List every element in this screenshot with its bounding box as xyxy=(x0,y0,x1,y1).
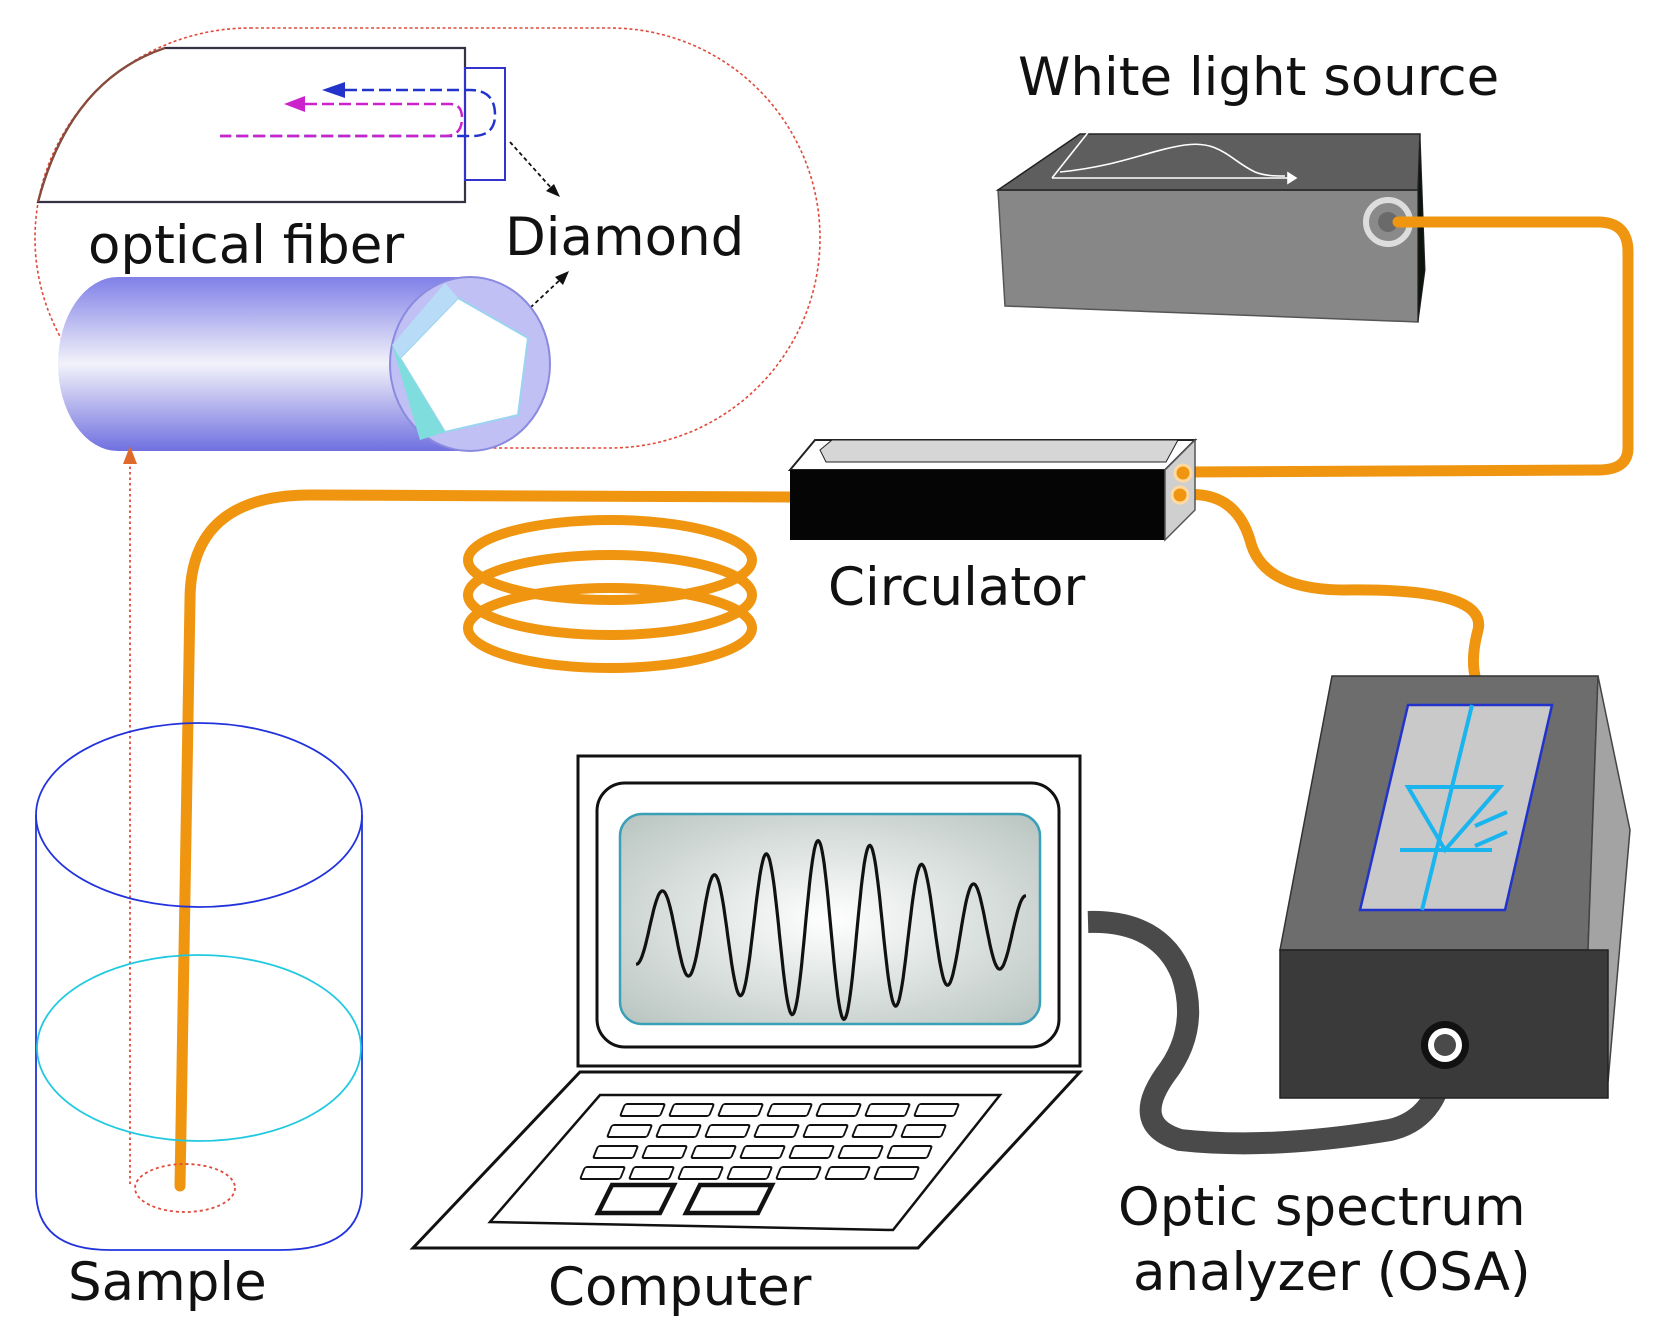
keyboard-key xyxy=(766,1103,813,1117)
keyboard-key xyxy=(913,1103,960,1117)
keyboard-key xyxy=(677,1166,724,1180)
keyboard-key xyxy=(668,1103,715,1117)
spectrum-sketch xyxy=(1051,118,1298,185)
keyboard-key xyxy=(864,1103,911,1117)
keyboard-key xyxy=(717,1103,764,1117)
inset-panel: optical fiber Diamond xyxy=(34,27,821,452)
sample-label: Sample xyxy=(68,1252,267,1313)
computer: Computer xyxy=(409,754,1084,1318)
reflection-arrows xyxy=(220,82,497,138)
keyboard-key xyxy=(824,1166,871,1180)
white-light-source-label: White light source xyxy=(1018,47,1499,108)
probe-zone xyxy=(134,1163,236,1213)
circulator: Circulator xyxy=(787,438,1198,618)
osa-label-line1: Optic spectrum xyxy=(1118,1177,1526,1238)
keyboard-key xyxy=(726,1166,773,1180)
circulator-label: Circulator xyxy=(828,557,1085,618)
touchpad-buttons xyxy=(594,1182,776,1216)
fiber-source-to-circulator xyxy=(1177,216,1634,478)
keyboard-key xyxy=(788,1145,835,1159)
keyboard-key xyxy=(900,1124,947,1138)
beaker-rim xyxy=(35,722,363,908)
sample-beaker: Sample xyxy=(35,722,363,1313)
photodiode-icon xyxy=(1400,704,1508,911)
keyboard-key xyxy=(655,1124,702,1138)
white-light-source: White light source xyxy=(995,47,1499,323)
diamond-tip xyxy=(464,67,506,181)
computer-label: Computer xyxy=(548,1257,812,1318)
optic-spectrum-analyzer: Optic spectrum analyzer (OSA) xyxy=(1118,675,1631,1303)
diamond-label: Diamond xyxy=(505,207,744,268)
keyboard-key xyxy=(873,1166,920,1180)
osa-label-line2: analyzer (OSA) xyxy=(1133,1242,1531,1303)
fiber-circulator-to-probe xyxy=(174,489,796,1192)
keyboard-key xyxy=(579,1166,626,1180)
keyboard-base xyxy=(409,1070,1084,1250)
keyboard-keys xyxy=(579,1103,960,1180)
keyboard-key xyxy=(704,1124,751,1138)
keyboard-key xyxy=(886,1145,933,1159)
optical-fibers xyxy=(174,216,1634,1192)
keyboard-key xyxy=(739,1145,786,1159)
optical-fiber-label: optical fiber xyxy=(88,215,404,276)
keyboard-key xyxy=(837,1145,884,1159)
fiber-circulator-to-osa xyxy=(1177,489,1485,686)
osa-port xyxy=(1421,1021,1469,1069)
keyboard-key xyxy=(592,1145,639,1159)
zoom-indicator-arrow xyxy=(123,446,137,1184)
fiber-side-view xyxy=(36,46,506,204)
keyboard-key xyxy=(641,1145,688,1159)
liquid-surface xyxy=(36,954,362,1142)
keyboard-key xyxy=(628,1166,675,1180)
fiber-cylinder xyxy=(58,276,551,452)
fiber-coil xyxy=(463,515,757,673)
data-cable xyxy=(1087,910,1456,1155)
keyboard-key xyxy=(753,1124,800,1138)
interference-spectrum xyxy=(635,838,1027,1022)
keyboard-key xyxy=(851,1124,898,1138)
keyboard-key xyxy=(606,1124,653,1138)
keyboard-key xyxy=(802,1124,849,1138)
keyboard-key xyxy=(775,1166,822,1180)
keyboard-key xyxy=(815,1103,862,1117)
keyboard-key xyxy=(690,1145,737,1159)
osa-display xyxy=(1358,703,1554,912)
keyboard-key xyxy=(619,1103,666,1117)
